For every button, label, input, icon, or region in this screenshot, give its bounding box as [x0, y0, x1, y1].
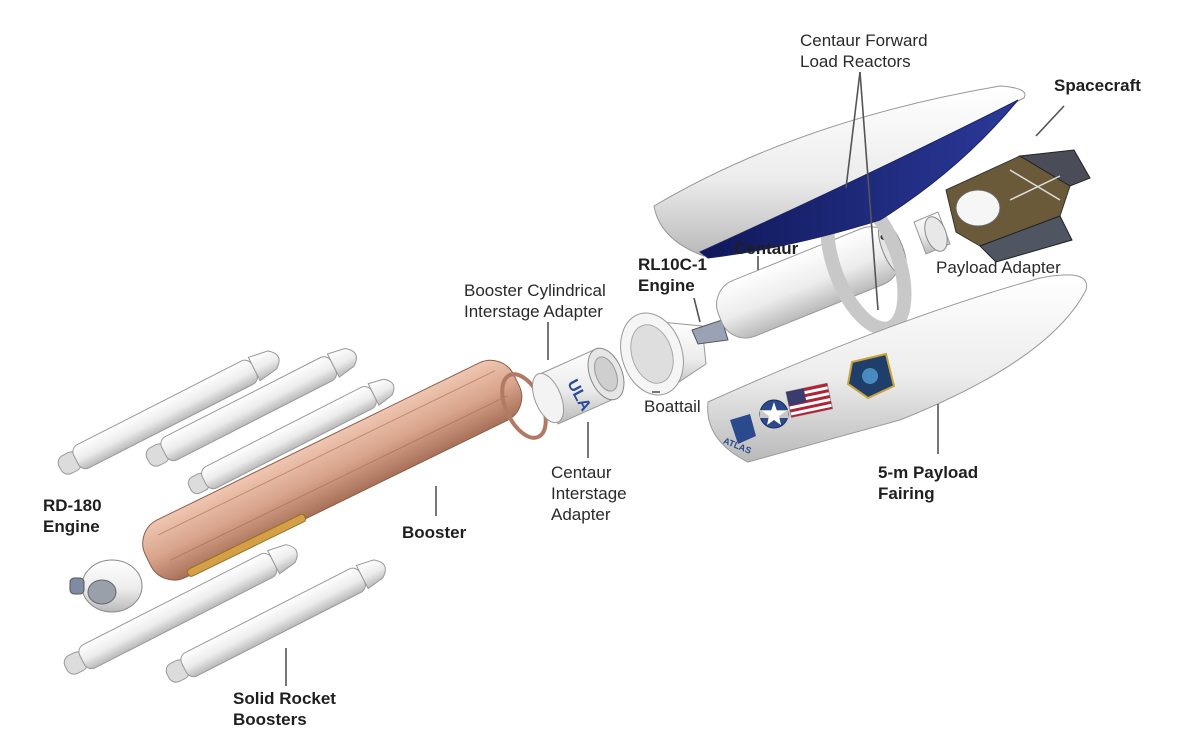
leader-forward-load-reactors-1	[845, 71, 861, 189]
srb-upper-3	[187, 378, 395, 495]
us-flag	[785, 382, 834, 419]
label-booster: Booster	[402, 523, 467, 542]
payload-fairing-part: ATLAS	[707, 274, 1088, 463]
label-centaur-isa: Centaur Interstage Adapter	[551, 463, 627, 524]
leader-forward-load-reactors-2	[859, 71, 879, 311]
srb-lower-1	[63, 544, 298, 675]
label-centaur: Centaur	[734, 239, 799, 258]
booster-isa-part: ULA	[532, 347, 625, 425]
srb-upper-2	[145, 347, 357, 467]
srb-upper-1	[57, 350, 280, 475]
mission-patch	[846, 352, 896, 400]
spacecraft-part	[945, 149, 1091, 263]
fairing-upper-half	[653, 85, 1026, 259]
label-solid-rocket-boosters: Solid Rocket Boosters	[233, 689, 336, 729]
star-roundel-emblem	[759, 399, 789, 429]
boattail-part	[620, 312, 707, 396]
srb-lower-2	[165, 559, 386, 683]
leader-lines	[285, 71, 1065, 686]
payload-adapter-part	[913, 211, 951, 255]
label-forward-load-reactors: Centaur Forward Load Reactors	[800, 31, 928, 71]
label-rd180-engine: RD-180 Engine	[43, 496, 102, 536]
label-payload-fairing: 5-m Payload Fairing	[878, 463, 979, 503]
leader-rl10c	[693, 297, 701, 323]
rd180-engine-part	[69, 559, 143, 613]
booster-core	[142, 359, 523, 581]
rl10c-engine-part	[691, 319, 729, 345]
label-booster-isa: Booster Cylindrical Interstage Adapter	[464, 281, 606, 321]
label-spacecraft: Spacecraft	[1054, 76, 1141, 95]
label-rl10c-engine: RL10C-1 Engine	[638, 255, 707, 295]
label-payload-adapter: Payload Adapter	[936, 258, 1061, 277]
label-boattail: Boattail	[644, 397, 701, 416]
leader-spacecraft	[1035, 105, 1065, 137]
